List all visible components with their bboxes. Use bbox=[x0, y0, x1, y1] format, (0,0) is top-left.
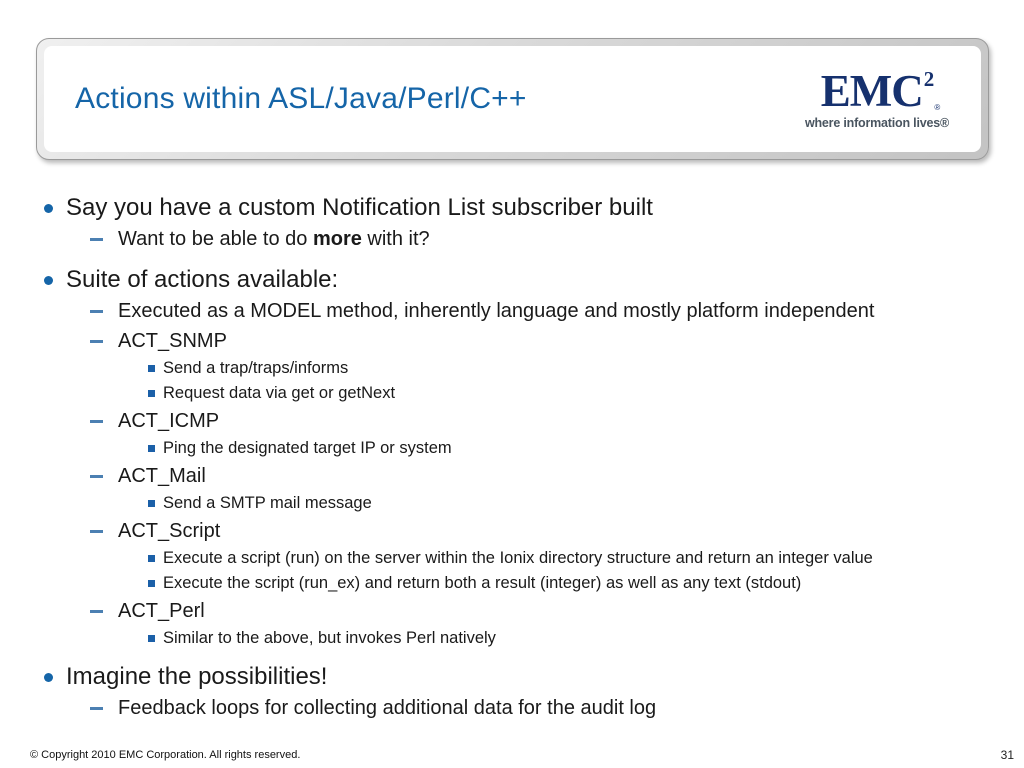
bullet-item-level2: ACT_Perl bbox=[44, 600, 988, 623]
header-banner: Actions within ASL/Java/Perl/C++ EMC2 ® … bbox=[36, 38, 989, 160]
bullet-item-level2: ACT_Mail bbox=[44, 465, 988, 488]
bullet-item-level2: ACT_ICMP bbox=[44, 410, 988, 433]
bullet-item-level3: Execute the script (run_ex) and return b… bbox=[44, 574, 988, 594]
bullet-item-level2: Executed as a MODEL method, inherently l… bbox=[44, 300, 988, 323]
bullet-item-level3: Send a SMTP mail message bbox=[44, 494, 988, 514]
emc-logo-text: EMC bbox=[820, 65, 924, 116]
bullet-text: Suite of actions available: bbox=[66, 266, 339, 293]
bullet-text: ACT_SNMP bbox=[118, 330, 227, 352]
bullet-item-level3: Similar to the above, but invokes Perl n… bbox=[44, 629, 988, 649]
bullet-item-level3: Ping the designated target IP or system bbox=[44, 439, 988, 459]
dash-bullet-icon bbox=[90, 310, 103, 313]
bullet-text: Feedback loops for collecting additional… bbox=[118, 697, 657, 719]
dash-bullet-icon bbox=[90, 340, 103, 343]
dash-bullet-icon bbox=[90, 238, 103, 241]
square-bullet-icon bbox=[148, 635, 155, 642]
bullet-item-level2: Want to be able to do more with it? bbox=[44, 228, 988, 251]
bullet-text: ACT_Mail bbox=[118, 465, 206, 487]
emc-logo-tagline: where information lives® bbox=[804, 115, 949, 130]
text-segment: with it? bbox=[361, 228, 430, 250]
emc-logo: EMC2 ® where information lives® bbox=[804, 65, 949, 130]
bullet-item-level3: Execute a script (run) on the server wit… bbox=[44, 549, 988, 569]
bullet-text: ACT_ICMP bbox=[118, 410, 220, 432]
dash-bullet-icon bbox=[90, 707, 103, 710]
bullet-text: Want to be able to do more with it? bbox=[118, 228, 988, 251]
dash-bullet-icon bbox=[90, 530, 103, 533]
bullet-item-level3: Send a trap/traps/informs bbox=[44, 359, 988, 379]
bullet-item-level1: Say you have a custom Notification List … bbox=[44, 194, 988, 221]
page-number: 31 bbox=[1000, 748, 1014, 762]
square-bullet-icon bbox=[148, 555, 155, 562]
bullet-text: Execute the script (run_ex) and return b… bbox=[163, 573, 802, 592]
bullet-item-level2: ACT_SNMP bbox=[44, 330, 988, 353]
dash-bullet-icon bbox=[90, 610, 103, 613]
bullet-text: Imagine the possibilities! bbox=[66, 663, 328, 690]
text-segment: Want to be able to do bbox=[118, 228, 313, 250]
square-bullet-icon bbox=[148, 365, 155, 372]
bullet-item-level1: Suite of actions available: bbox=[44, 266, 988, 293]
bullet-item-level2: Feedback loops for collecting additional… bbox=[44, 697, 988, 720]
bullet-text: Request data via get or getNext bbox=[163, 383, 396, 402]
emc-logo-exponent: 2 bbox=[923, 66, 935, 91]
square-bullet-icon bbox=[148, 580, 155, 587]
bullet-text: Send a trap/traps/informs bbox=[163, 358, 349, 377]
slide-title: Actions within ASL/Java/Perl/C++ bbox=[75, 82, 527, 115]
square-bullet-icon bbox=[148, 500, 155, 507]
bullet-text: Ping the designated target IP or system bbox=[163, 438, 452, 457]
bullet-dot-icon bbox=[44, 204, 53, 213]
bullet-text: Execute a script (run) on the server wit… bbox=[163, 548, 873, 567]
bullet-item-level3: Request data via get or getNext bbox=[44, 384, 988, 404]
bullet-text: Say you have a custom Notification List … bbox=[66, 194, 653, 221]
bullet-text: Send a SMTP mail message bbox=[163, 493, 372, 512]
dash-bullet-icon bbox=[90, 475, 103, 478]
header-inner-panel: Actions within ASL/Java/Perl/C++ EMC2 ® … bbox=[44, 46, 981, 152]
bullet-item-level1: Imagine the possibilities! bbox=[44, 663, 988, 690]
square-bullet-icon bbox=[148, 390, 155, 397]
bullet-text: ACT_Perl bbox=[118, 600, 205, 622]
copyright-notice: © Copyright 2010 EMC Corporation. All ri… bbox=[30, 749, 301, 761]
bullet-dot-icon bbox=[44, 673, 53, 682]
bullet-item-level2: ACT_Script bbox=[44, 520, 988, 543]
registered-trademark-icon: ® bbox=[934, 102, 941, 112]
emc-logo-wordmark: EMC2 ® bbox=[820, 65, 941, 116]
text-segment-bold: more bbox=[312, 228, 362, 250]
slide-body: Say you have a custom Notification List … bbox=[44, 178, 988, 720]
bullet-text: ACT_Script bbox=[118, 520, 221, 542]
bullet-text: Similar to the above, but invokes Perl n… bbox=[163, 628, 496, 647]
square-bullet-icon bbox=[148, 445, 155, 452]
bullet-text: Executed as a MODEL method, inherently l… bbox=[118, 300, 875, 322]
dash-bullet-icon bbox=[90, 420, 103, 423]
bullet-dot-icon bbox=[44, 276, 53, 285]
